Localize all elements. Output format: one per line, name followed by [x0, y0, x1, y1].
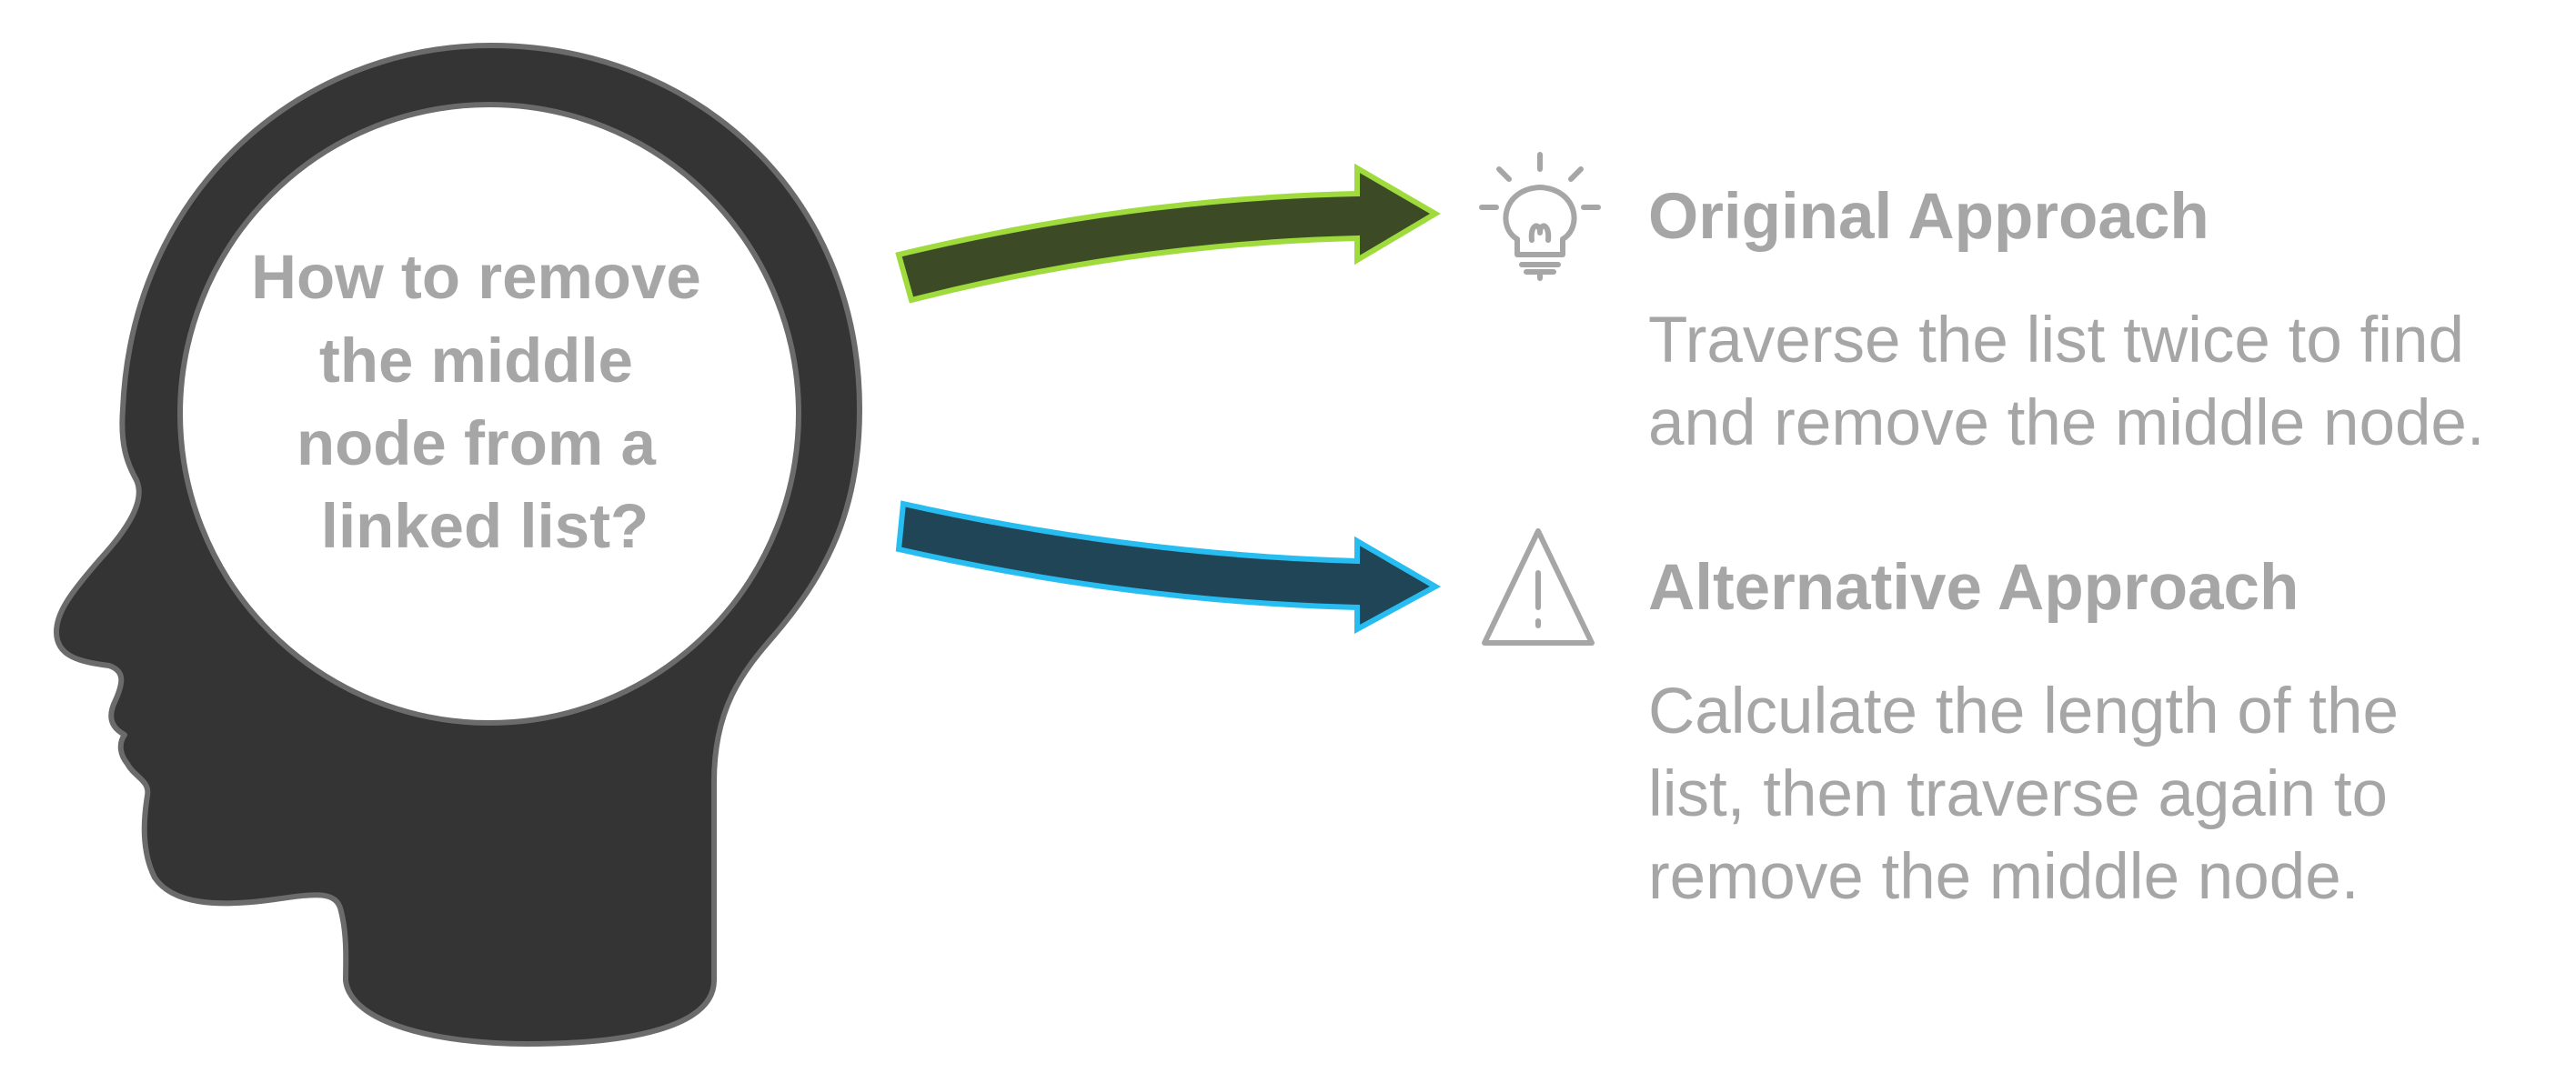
option-1-description: Traverse the list twice to find and remo… [1648, 305, 2485, 459]
question-text: How to remove the middle node from a lin… [251, 242, 719, 561]
question-line-1: How to remove [251, 242, 701, 312]
option-2-description-line-1: Calculate the length of the [1648, 676, 2399, 747]
question-line-2: the middle [319, 326, 633, 396]
arrow-alternative [895, 500, 1442, 635]
option-2-title: Alternative Approach [1648, 552, 2299, 624]
arrow-original [895, 163, 1441, 304]
option-1-title: Original Approach [1648, 181, 2209, 253]
question-line-4: linked list? [321, 491, 649, 561]
warning-icon [1482, 528, 1595, 646]
question-line-3: node from a [297, 408, 656, 478]
option-2-description-line-2: list, then traverse again to [1648, 758, 2388, 830]
option-2-description-line-3: remove the middle node. [1648, 841, 2359, 913]
head-inner-circle [177, 102, 801, 726]
option-1-description-line-2: and remove the middle node. [1648, 387, 2485, 459]
option-2-description: Calculate the length of the list, then t… [1648, 676, 2417, 913]
lightbulb-icon [1479, 152, 1601, 281]
head-silhouette: How to remove the middle node from a lin… [54, 43, 862, 1047]
option-1-description-line-1: Traverse the list twice to find [1648, 305, 2464, 376]
